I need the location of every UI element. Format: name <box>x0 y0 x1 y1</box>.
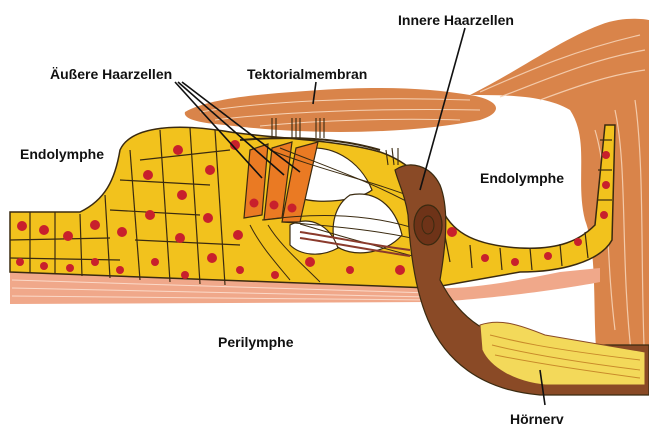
label-auditory-nerve: Hörnerv <box>510 411 564 427</box>
label-inner-hair-cells: Innere Haarzellen <box>398 12 514 28</box>
tectorial-membrane <box>185 88 496 132</box>
label-endolymph-right: Endolymphe <box>480 170 564 186</box>
label-perilymph: Perilymphe <box>218 334 293 350</box>
label-outer-hair-cells: Äußere Haarzellen <box>50 66 172 82</box>
label-endolymph-left: Endolymphe <box>20 146 104 162</box>
label-tectorial-membrane: Tektorialmembran <box>247 66 367 82</box>
